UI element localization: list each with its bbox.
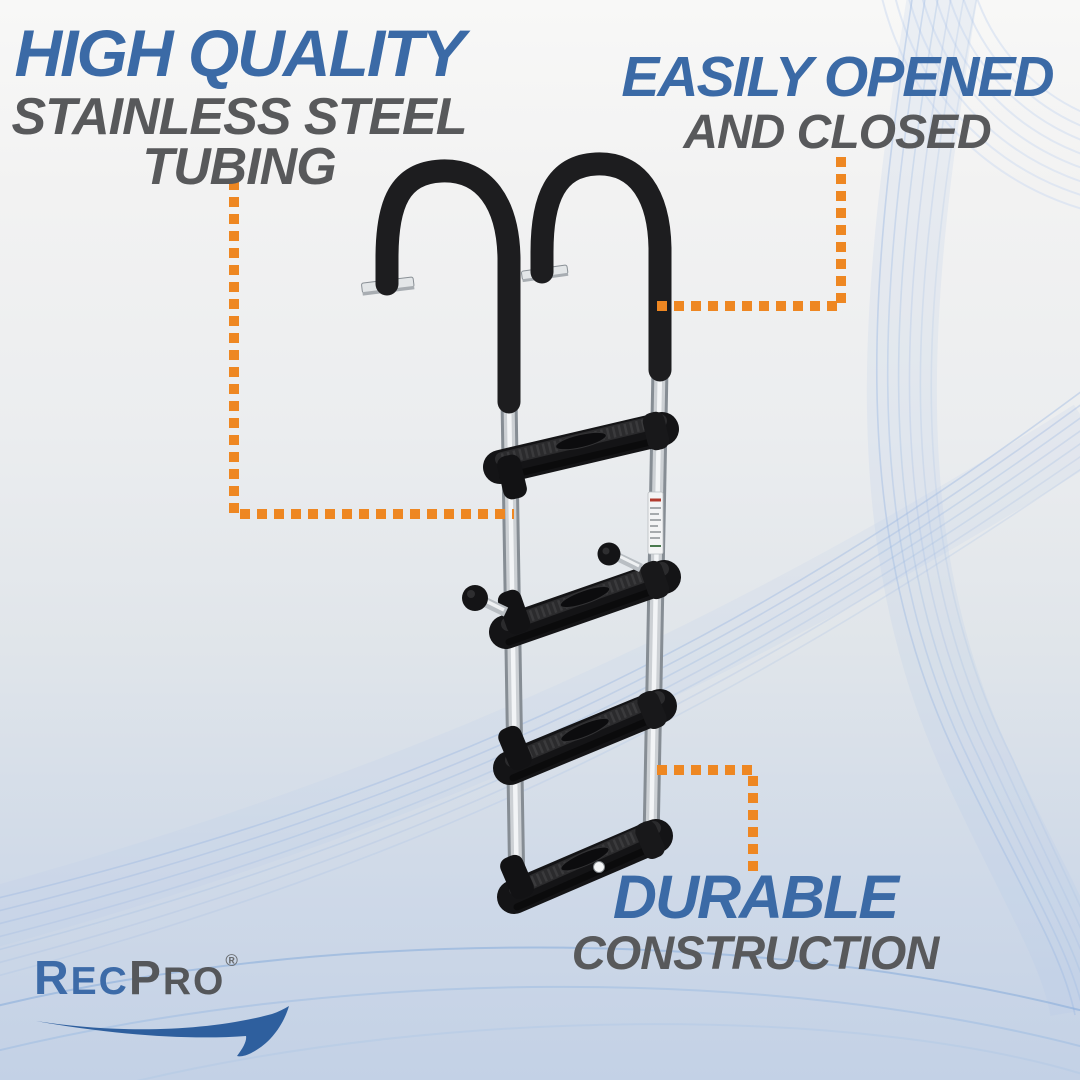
logo-letter-p: P [128, 952, 163, 1005]
logo-letter-r: R [34, 952, 71, 1005]
logo-letters-ec: EC [70, 960, 129, 1003]
callout-top-left: HIGH QUALITY STAINLESS STEEL TUBING [0, 16, 478, 197]
callout-sub-opened: AND CLOSED [683, 106, 991, 160]
callout-line-tubing [229, 180, 514, 519]
spec-sticker [647, 491, 664, 555]
callout-heading-durable: DURABLE [612, 863, 899, 931]
callout-line-durable [657, 765, 758, 876]
step-3 [493, 689, 677, 785]
callout-top-right: EASILY OPENED AND CLOSED [598, 45, 1076, 160]
logo-letters-ro: RO [162, 960, 226, 1003]
right-hook-handle [530, 152, 672, 382]
left-hook-handle [375, 159, 521, 414]
wave-arcs-bottom [0, 946, 1080, 1080]
callout-heading-opened: EASILY OPENED [621, 45, 1054, 109]
fold-peg-left [462, 585, 509, 617]
callout-sub-tubing-1: STAINLESS STEEL [11, 88, 468, 147]
step-4 [497, 819, 673, 914]
brand-logo-text: RECPRO® [34, 952, 314, 1003]
callout-heading-tubing: HIGH QUALITY [14, 16, 466, 90]
step-screw [593, 861, 605, 873]
wave-ribbon-right [866, 0, 1080, 1017]
logo-swoosh [36, 1006, 289, 1057]
callout-sub-tubing-2: TUBING [142, 138, 336, 197]
step-1 [483, 411, 679, 500]
callout-bottom-right: DURABLE CONSTRUCTION [554, 863, 956, 980]
brand-logo: RECPRO® [34, 952, 314, 1061]
registered-trademark-icon: ® [225, 951, 238, 970]
fold-peg-right [597, 542, 643, 573]
step-2 [489, 560, 681, 649]
callout-sub-durable: CONSTRUCTION [571, 926, 940, 980]
callout-line-opened [657, 157, 846, 311]
